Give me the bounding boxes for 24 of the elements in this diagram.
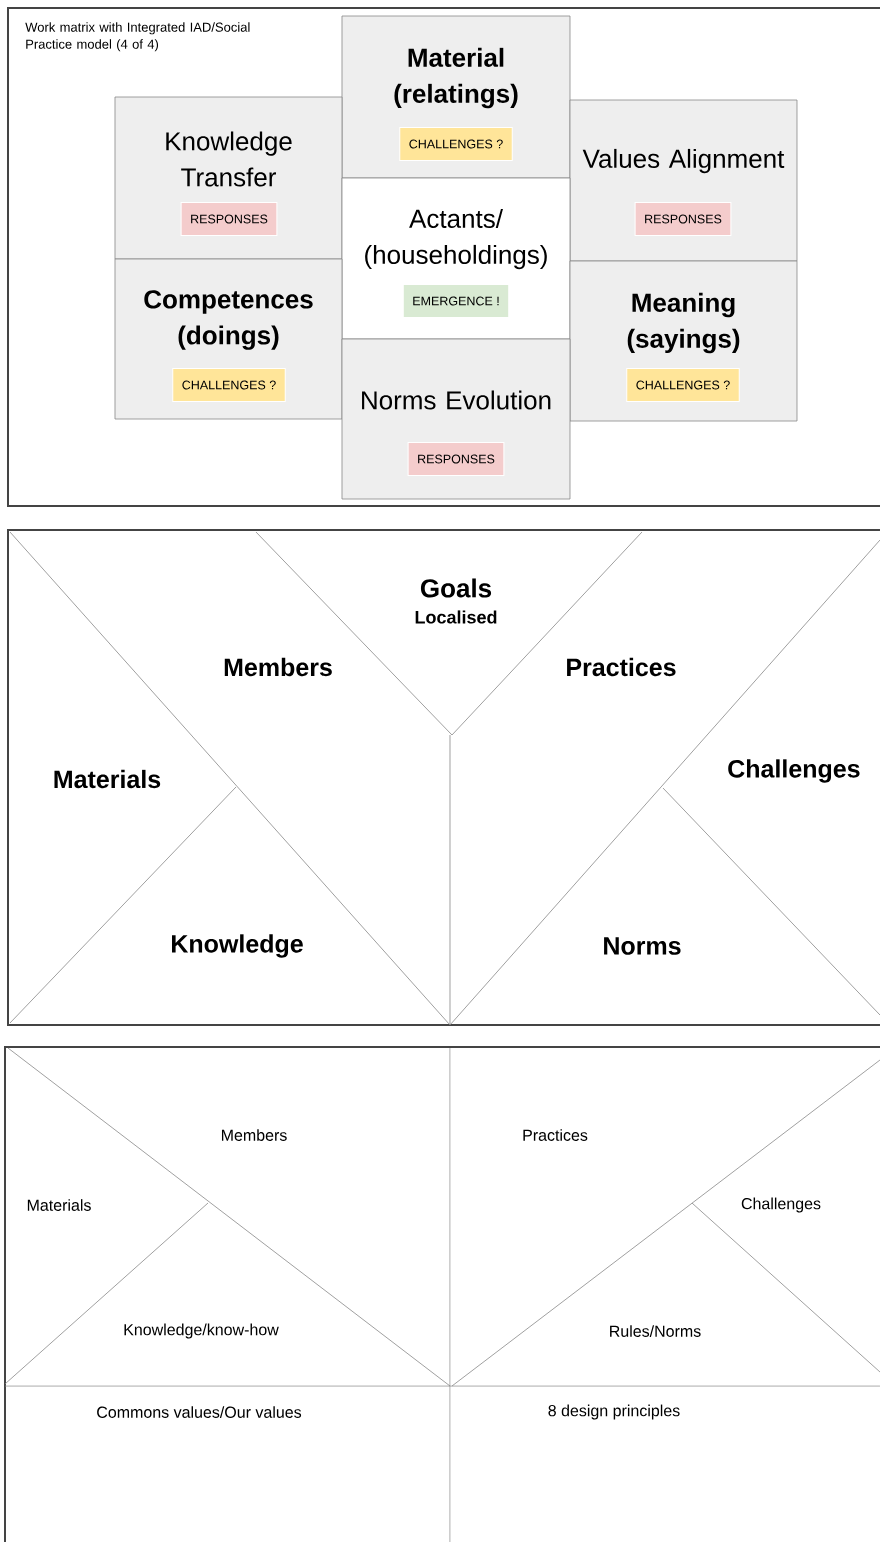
region-label: Commons values/Our values (97, 1406, 302, 1418)
region-label: Localised (415, 610, 497, 624)
region-label: Challenges (728, 759, 860, 783)
tag-label: RESPONSES (634, 202, 732, 236)
tag-label: EMERGENCE ! (402, 284, 510, 318)
region-label: Norms (604, 937, 681, 955)
region-label: Practices (567, 657, 676, 677)
tag-label: CHALLENGES ? (626, 368, 740, 402)
region-label: Materials (27, 1199, 91, 1211)
region-label: Knowledge (172, 934, 303, 958)
tag-label: RESPONSES (407, 442, 505, 476)
region-label: 8 design principles (548, 1404, 680, 1420)
region-label: Members (224, 657, 332, 677)
region-label: Members (222, 1129, 287, 1141)
region-label: Rules/Norms (610, 1325, 701, 1337)
region-label: Practices (523, 1129, 588, 1141)
tag-label: CHALLENGES ? (172, 368, 286, 402)
tag-label: CHALLENGES ? (399, 127, 513, 161)
region-label: Challenges (741, 1197, 821, 1213)
region-label: Goals (420, 578, 492, 598)
region-label: Materials (54, 769, 161, 789)
tag-label: RESPONSES (180, 202, 278, 236)
region-label: Knowledge/know-how (124, 1323, 279, 1339)
title-text: Work matrix with Integrated IAD/Social Practice model (4 of 4) (25, 22, 250, 52)
